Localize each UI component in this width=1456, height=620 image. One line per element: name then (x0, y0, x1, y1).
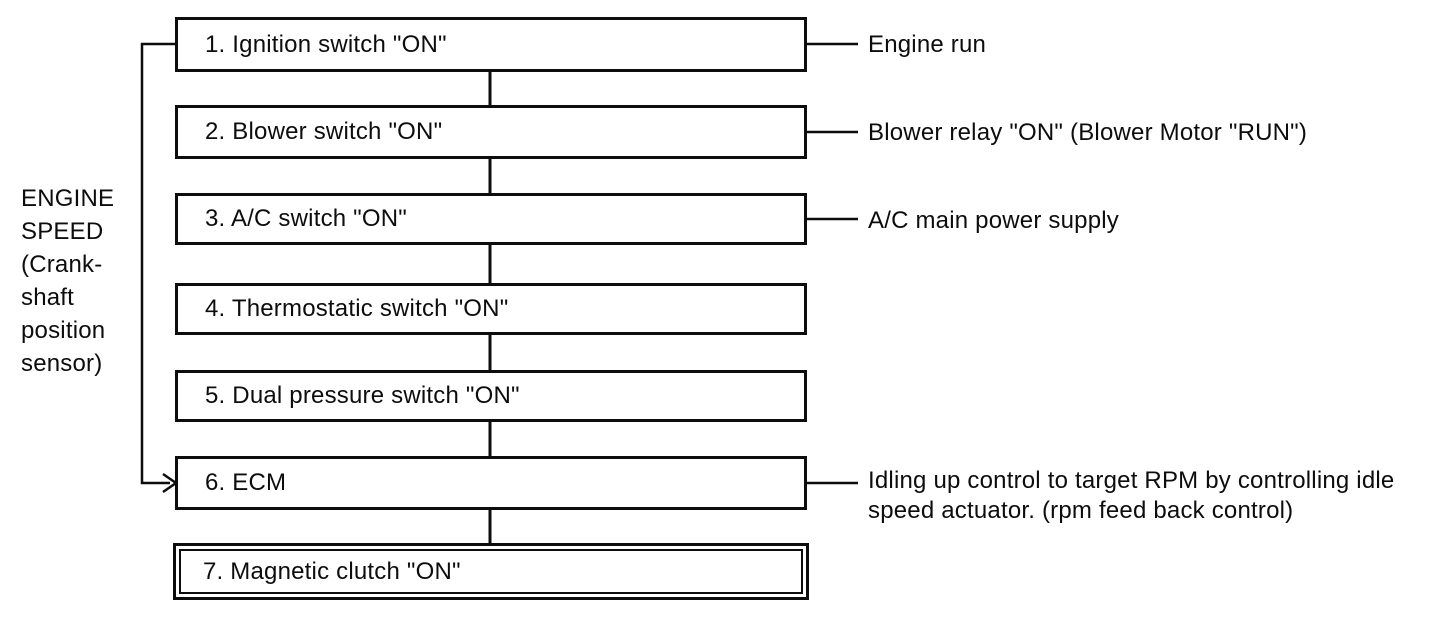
note-engine-run: Engine run (868, 31, 987, 58)
note-connector-lines (806, 42, 858, 485)
step-box-thermostatic-switch: 4. Thermostatic switch "ON" (175, 283, 807, 335)
note-blower-relay: Blower relay "ON" (Blower Motor "RUN") (868, 119, 1308, 146)
engine-speed-sensor-label: ENGINE SPEED (Crank- shaft position sens… (21, 185, 115, 377)
engine-speed-feedback-line (140, 42, 176, 485)
step-label: 5. Dual pressure switch "ON" (205, 382, 520, 409)
step-box-ignition-switch: 1. Ignition switch "ON" (175, 17, 807, 72)
step-label: 1. Ignition switch "ON" (205, 30, 447, 58)
note-idling-up-control: Idling up control to target RPM by contr… (868, 467, 1395, 524)
step-box-ac-switch: 3. A/C switch "ON" (175, 193, 807, 245)
step-box-blower-switch: 2. Blower switch "ON" (175, 105, 807, 159)
step-box-ecm: 6. ECM (175, 456, 807, 510)
step-label: 2. Blower switch "ON" (205, 118, 443, 145)
note-ac-main-power: A/C main power supply (868, 207, 1119, 234)
step-label: 3. A/C switch "ON" (205, 205, 408, 232)
step-label: 6. ECM (205, 469, 287, 496)
step-box-dual-pressure-switch: 5. Dual pressure switch "ON" (175, 370, 807, 422)
step-box-magnetic-clutch-inner-border: 7. Magnetic clutch "ON" (179, 549, 803, 594)
step-label: 4. Thermostatic switch "ON" (205, 295, 509, 322)
step-box-magnetic-clutch: 7. Magnetic clutch "ON" (173, 543, 809, 600)
step-label: 7. Magnetic clutch "ON" (203, 557, 461, 585)
